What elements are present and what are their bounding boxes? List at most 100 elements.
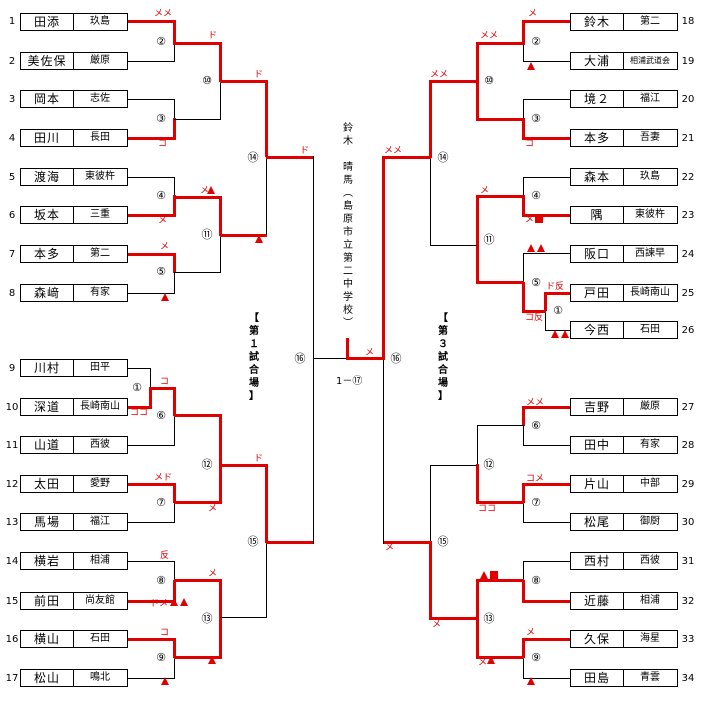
player-school: 相浦 <box>90 555 110 566</box>
bracket-line <box>220 235 221 273</box>
player-name: 西村 <box>571 553 624 569</box>
penalty-triangle-icon <box>207 186 215 194</box>
bracket-line <box>265 464 268 543</box>
bracket-line <box>430 465 431 542</box>
bracket-line <box>523 253 570 254</box>
bracket-line <box>128 678 175 679</box>
bracket-line <box>477 118 524 121</box>
player-school: 相浦武道会 <box>630 56 670 65</box>
player-entry: 川村田平 <box>20 359 128 377</box>
player-school: 有家 <box>90 287 110 298</box>
bracket-line <box>128 61 175 62</box>
bracket-line <box>173 20 176 45</box>
player-school: 西彼 <box>90 439 110 450</box>
player-school: 愛野 <box>90 478 110 489</box>
player-school: 厳原 <box>90 55 110 66</box>
bracket-line <box>174 656 221 659</box>
bracket-line <box>219 42 222 82</box>
match-number: ⑧ <box>153 573 169 589</box>
seed-number: 29 <box>681 479 695 490</box>
score-mark: メメ <box>526 398 545 408</box>
bracket-line <box>219 414 222 504</box>
score-mark: コ反 <box>525 313 544 323</box>
match-number: ⑩ <box>481 73 497 89</box>
bracket-line <box>430 245 477 246</box>
player-entry: 田島青雲 <box>570 669 678 687</box>
bracket-line <box>174 272 221 273</box>
champion-char: 中 <box>343 279 353 290</box>
bracket-line <box>430 465 477 466</box>
bracket-line <box>174 502 175 523</box>
bracket-line <box>523 310 546 313</box>
seed-number: 13 <box>5 517 19 528</box>
player-name: 森﨑 <box>21 285 74 301</box>
bracket-line <box>174 44 175 62</box>
final-match-label: 1－⑰ <box>336 376 363 387</box>
player-school: 相浦 <box>640 595 660 606</box>
bracket-line <box>128 137 175 140</box>
bracket-line <box>266 541 314 544</box>
player-entry: 片山中部 <box>570 475 678 493</box>
match-number: ⑤ <box>153 264 169 280</box>
player-school: 志佐 <box>90 93 110 104</box>
match-number: ⑯ <box>388 351 404 367</box>
bracket-line <box>477 501 524 504</box>
penalty-triangle-icon <box>527 677 535 685</box>
court-char: 【 <box>249 313 259 324</box>
score-mark: メ <box>480 186 490 196</box>
seed-number: 3 <box>8 94 16 105</box>
score-mark: メ <box>160 242 170 252</box>
bracket-line <box>220 234 267 237</box>
bracket-line <box>477 281 524 284</box>
player-school: 西彼 <box>640 555 660 566</box>
match-number: ⑫ <box>481 457 497 473</box>
bracket-line <box>522 195 525 217</box>
player-name: 田川 <box>21 130 74 146</box>
player-name: 前田 <box>21 593 74 609</box>
penalty-square-icon <box>535 215 543 223</box>
bracket-line <box>266 156 314 159</box>
score-mark: コ <box>158 139 168 149</box>
player-name: 松尾 <box>571 514 624 530</box>
seed-number: 23 <box>681 210 695 221</box>
player-school: 田平 <box>90 362 110 373</box>
match-number: ② <box>528 34 544 50</box>
bracket-line <box>174 42 221 45</box>
champion-char: 市 <box>343 227 353 238</box>
bracket-line <box>265 80 268 157</box>
seed-number: 6 <box>8 210 16 221</box>
bracket-line <box>523 638 570 641</box>
bracket-line <box>544 292 547 311</box>
bracket-line <box>220 464 267 467</box>
player-entry: 阪口西諫早 <box>570 245 678 263</box>
player-school: 石田 <box>640 324 660 335</box>
bracket-line <box>174 657 175 679</box>
score-mark: メ <box>158 216 168 226</box>
player-school: 西諫早 <box>635 248 665 259</box>
penalty-triangle-icon <box>551 330 559 338</box>
match-number: ② <box>153 34 169 50</box>
bracket-line <box>128 561 175 562</box>
bracket-line <box>523 678 570 679</box>
player-school: 鳴北 <box>90 672 110 683</box>
bracket-line <box>477 656 524 659</box>
match-number: ⑫ <box>199 457 215 473</box>
player-entry: 西村 西彼 <box>570 552 678 570</box>
score-mark: メメ <box>384 146 403 156</box>
player-entry: 馬場福江 <box>20 513 128 531</box>
match-number: ⑮ <box>435 534 451 550</box>
bracket-line <box>219 579 222 659</box>
seed-number: 21 <box>681 133 695 144</box>
player-school: 長崎南山 <box>630 287 670 298</box>
bracket-line <box>523 61 570 62</box>
seed-number: 8 <box>8 288 16 299</box>
player-name: 久保 <box>571 631 624 647</box>
bracket-line <box>429 80 432 158</box>
match-number: ③ <box>153 111 169 127</box>
bracket-line <box>523 99 570 100</box>
score-mark: メ <box>432 620 442 630</box>
bracket-line <box>173 118 176 140</box>
player-entry: 渡海東彼杵 <box>20 168 128 186</box>
court-char: 合 <box>249 365 259 376</box>
seed-number: 32 <box>681 596 695 607</box>
